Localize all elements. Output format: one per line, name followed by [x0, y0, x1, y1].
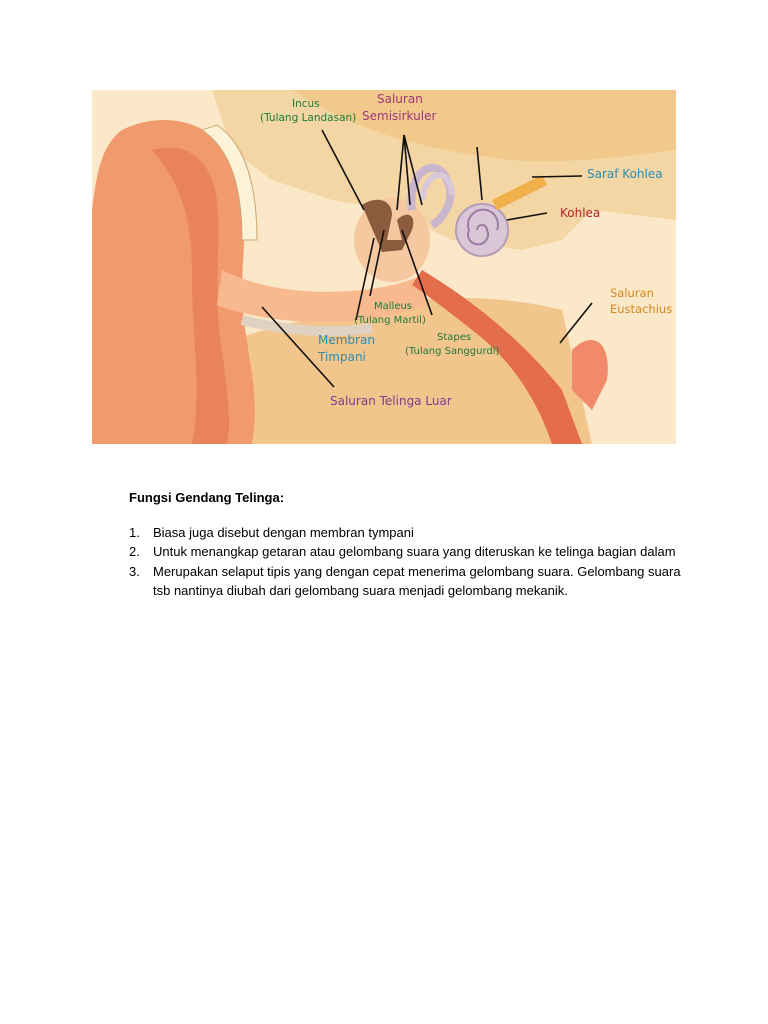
cochlea-spiral: [467, 208, 499, 246]
label-saluran-semisirkuler-2: Semisirkuler: [362, 109, 436, 123]
label-saraf-kohlea: Saraf Kohlea: [587, 167, 663, 181]
list-item: 3. Merupakan selaput tipis yang dengan c…: [129, 562, 689, 601]
ear-anatomy-figure: Incus (Tulang Landasan) Saluran Semisirk…: [92, 90, 676, 444]
label-saluran-semisirkuler-1: Saluran: [377, 92, 423, 106]
cartilage: [200, 124, 258, 241]
list-item: 1. Biasa juga disebut dengan membran tym…: [129, 523, 689, 543]
label-membran-timpani-1: Membran: [318, 333, 375, 347]
list-item-number: 3.: [129, 563, 140, 579]
label-kohlea: Kohlea: [560, 206, 600, 220]
label-incus-sub: (Tulang Landasan): [260, 112, 356, 124]
label-malleus-sub: (Tulang Martil): [354, 315, 426, 326]
pointer-lines: [261, 129, 593, 388]
section-heading: Fungsi Gendang Telinga:: [129, 490, 285, 505]
label-stapes: Stapes: [437, 332, 471, 343]
label-saluran-eustachius-2: Eustachius: [610, 302, 672, 316]
bone-layer: [292, 90, 676, 162]
label-malleus: Malleus: [374, 301, 412, 312]
label-stapes-sub: (Tulang Sanggurdi): [405, 346, 500, 357]
pinna-fold: [152, 147, 230, 444]
label-incus: Incus: [292, 98, 320, 110]
label-saluran-eustachius-1: Saluran: [610, 286, 654, 300]
ear-canal: [217, 270, 427, 322]
ear-canal-wall: [240, 315, 373, 337]
cochlear-nerve: [492, 175, 547, 210]
semicircular-canal-2: [419, 172, 455, 201]
list-item: 2. Untuk menangkap getaran atau gelomban…: [129, 542, 689, 562]
list-item-text: Merupakan selaput tipis yang dengan cepa…: [153, 563, 681, 599]
document-body: Fungsi Gendang Telinga: 1. Biasa juga di…: [129, 488, 689, 601]
list-item-number: 1.: [129, 524, 140, 540]
list-item-text: Untuk menangkap getaran atau gelombang s…: [153, 544, 676, 559]
label-saluran-telinga-luar: Saluran Telinga Luar: [330, 394, 452, 408]
cochlea: [455, 203, 509, 257]
eustachian-tube-end: [572, 340, 608, 410]
eustachian-tube: [412, 270, 582, 444]
ossicles: [362, 199, 414, 252]
function-list: 1. Biasa juga disebut dengan membran tym…: [129, 523, 689, 601]
label-membran-timpani-2: Timpani: [317, 350, 366, 364]
list-item-text: Biasa juga disebut dengan membran tympan…: [153, 524, 414, 540]
list-item-number: 2.: [129, 544, 140, 559]
